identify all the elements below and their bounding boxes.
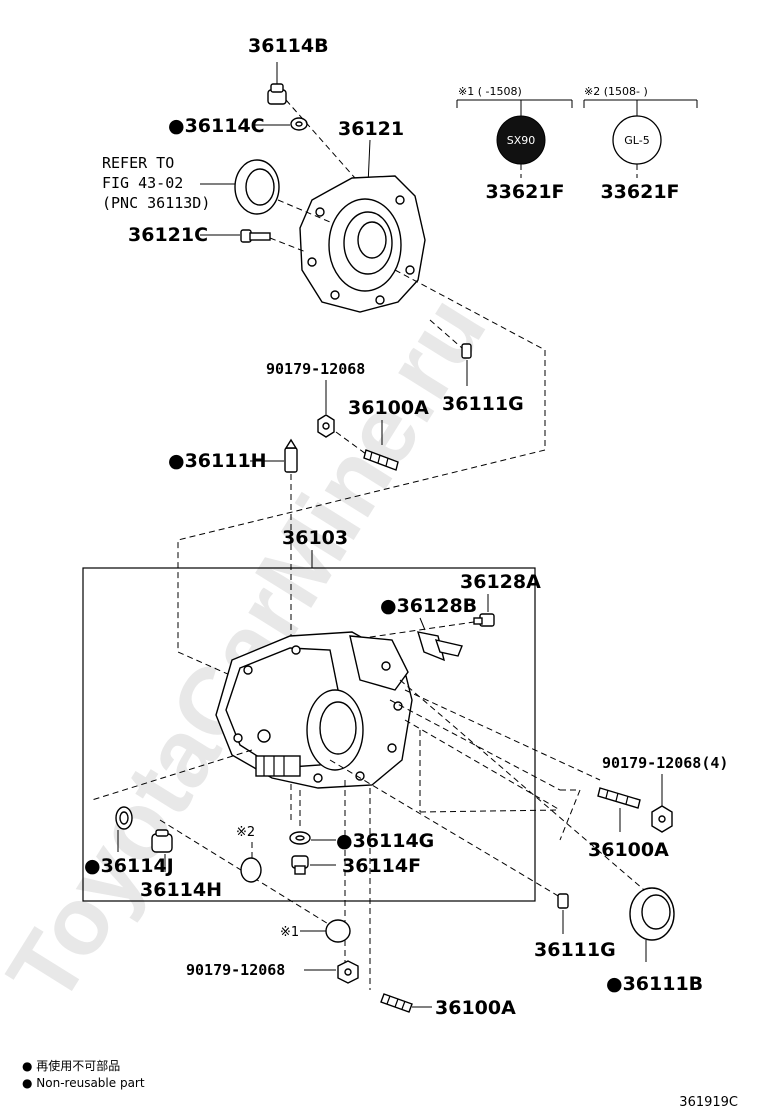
label-36128B: ●36128B bbox=[380, 595, 477, 617]
stud-36100A-top bbox=[363, 449, 399, 471]
label-36103: 36103 bbox=[282, 527, 348, 549]
legend-jp: ● 再使用不可部品 bbox=[22, 1058, 120, 1073]
pin-36111G-top bbox=[461, 343, 472, 359]
label-36114J: ●36114J bbox=[84, 855, 174, 877]
plug-mark-2 bbox=[240, 857, 262, 883]
bolt-36128A bbox=[473, 613, 495, 627]
sx90-badge-text: SX90 bbox=[507, 134, 536, 147]
label-90179-right: 90179-12068(4) bbox=[602, 754, 728, 772]
variant-1: ※1 ( -1508) SX90 33621F bbox=[456, 85, 573, 203]
mark-2: ※2 bbox=[236, 825, 255, 840]
variant-2-label: ※2 (1508- ) bbox=[584, 85, 648, 98]
label-36114G: ●36114G bbox=[336, 830, 434, 852]
plug-36114H bbox=[151, 829, 173, 853]
mark-1: ※1 bbox=[280, 925, 299, 940]
label-36100A-bottom: 36100A bbox=[435, 997, 516, 1019]
label-36111H: ●36111H bbox=[168, 450, 267, 472]
gl5-badge-text: GL-5 bbox=[624, 134, 649, 147]
legend-en: ● Non-reusable part bbox=[22, 1076, 145, 1090]
label-36111G-bottom: 36111G bbox=[534, 939, 616, 961]
label-36114C: ●36114C bbox=[168, 115, 265, 137]
label-36114F: 36114F bbox=[342, 855, 421, 877]
refer-line-2: FIG 43-02 bbox=[102, 174, 183, 192]
figure-number: 361919C bbox=[679, 1095, 738, 1110]
label-36114B: 36114B bbox=[248, 35, 329, 57]
label-36100A-top: 36100A bbox=[348, 397, 429, 419]
label-36121: 36121 bbox=[338, 118, 404, 140]
refer-line-3: (PNC 36113D) bbox=[102, 194, 210, 212]
case-assembly-box bbox=[82, 567, 536, 902]
stud-36100A-bottom bbox=[380, 993, 413, 1013]
label-36121C: 36121C bbox=[128, 224, 208, 246]
stud-36100A-right bbox=[597, 787, 641, 809]
gasket-36114J bbox=[115, 806, 133, 830]
label-90179-top: 90179-12068 bbox=[266, 360, 365, 378]
part-33621F-2: 33621F bbox=[600, 181, 679, 203]
part-33621F-1: 33621F bbox=[485, 181, 564, 203]
nut-90179-right bbox=[651, 805, 673, 833]
refer-line-1: REFER TO bbox=[102, 154, 174, 172]
pin-36111G-bottom bbox=[557, 893, 569, 909]
bolt-36121C bbox=[240, 229, 271, 243]
label-36111G-top: 36111G bbox=[442, 393, 524, 415]
breather-36111H bbox=[284, 438, 298, 473]
variant-2: ※2 (1508- ) GL-5 33621F bbox=[583, 85, 698, 203]
oil-seal-ref bbox=[234, 159, 280, 215]
label-36128A: 36128A bbox=[460, 571, 541, 593]
oil-seal-36111B bbox=[629, 887, 675, 941]
transfer-case-36103 bbox=[215, 631, 413, 789]
plug-36114F bbox=[291, 855, 309, 875]
gasket-36114G bbox=[289, 831, 311, 845]
label-36111B: ●36111B bbox=[606, 973, 703, 995]
bracket-36128B bbox=[416, 631, 463, 662]
plug-36114B bbox=[267, 62, 287, 105]
label-90179-bottom: 90179-12068 bbox=[186, 961, 285, 979]
nut-90179-bottom bbox=[337, 960, 359, 984]
variant-1-label: ※1 ( -1508) bbox=[458, 85, 522, 98]
label-36100A-right: 36100A bbox=[588, 839, 669, 861]
label-36114H: 36114H bbox=[140, 879, 222, 901]
cover-36121 bbox=[299, 175, 426, 313]
plug-mark-1 bbox=[325, 919, 351, 943]
nut-90179-top bbox=[317, 414, 335, 438]
